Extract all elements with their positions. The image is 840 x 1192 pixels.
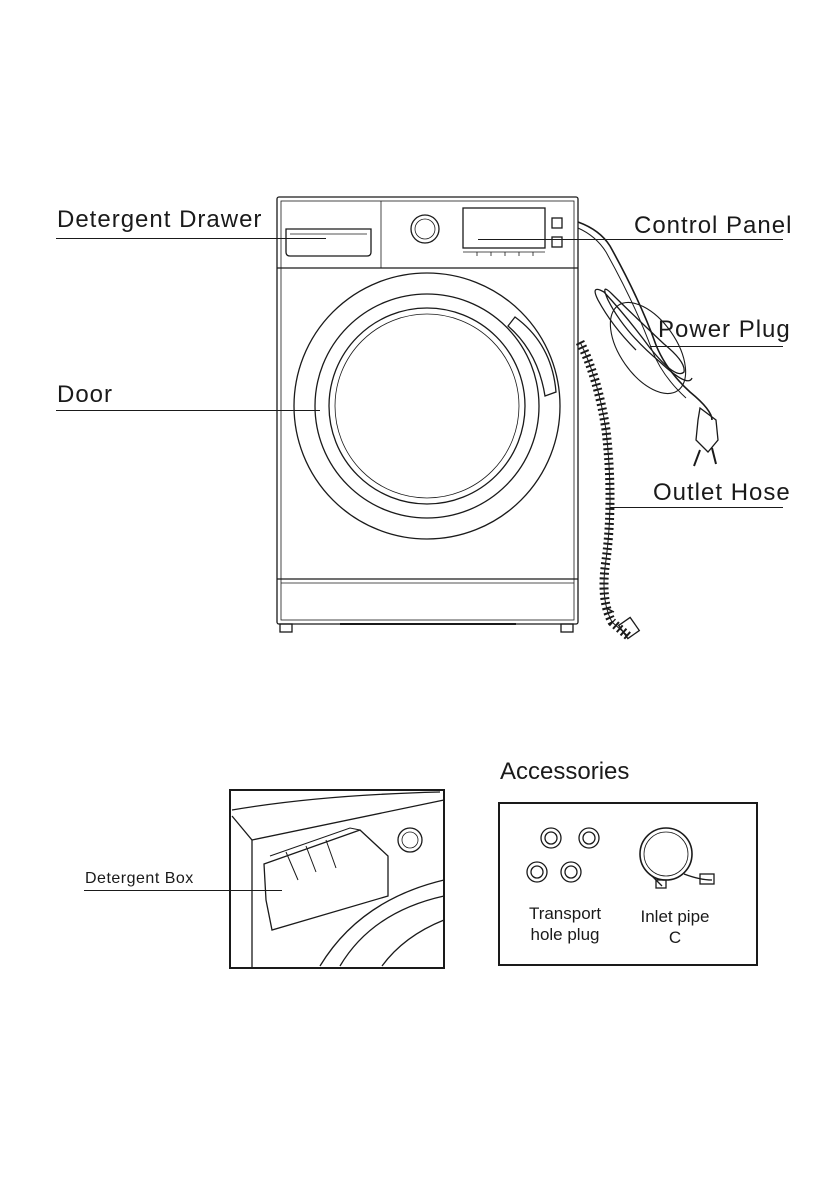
leader-power-plug xyxy=(650,346,783,347)
label-outlet-hose: Outlet Hose xyxy=(653,481,791,505)
door-outer-ring xyxy=(294,273,560,539)
inlet-pipe-caption: Inlet pipe C xyxy=(630,906,720,949)
accessories-title: Accessories xyxy=(500,760,629,784)
leader-control-panel xyxy=(478,239,783,240)
label-detergent-box: Detergent Box xyxy=(85,871,194,887)
leader-detergent-box xyxy=(84,890,282,891)
label-detergent-drawer: Detergent Drawer xyxy=(57,208,262,232)
label-control-panel: Control Panel xyxy=(634,214,792,238)
leader-outlet-hose xyxy=(610,507,783,508)
detergent-box-inset xyxy=(230,790,444,968)
label-door: Door xyxy=(57,383,113,407)
transport-hole-plug-caption: Transport hole plug xyxy=(520,903,610,946)
label-power-plug: Power Plug xyxy=(658,318,791,342)
power-plug-icon xyxy=(696,408,718,452)
leader-detergent-drawer xyxy=(56,238,326,239)
detergent-drawer-handle xyxy=(286,229,371,256)
door-handle xyxy=(508,317,556,396)
display-panel xyxy=(463,208,545,248)
leader-door xyxy=(56,410,320,411)
cabinet-outline xyxy=(277,197,578,624)
